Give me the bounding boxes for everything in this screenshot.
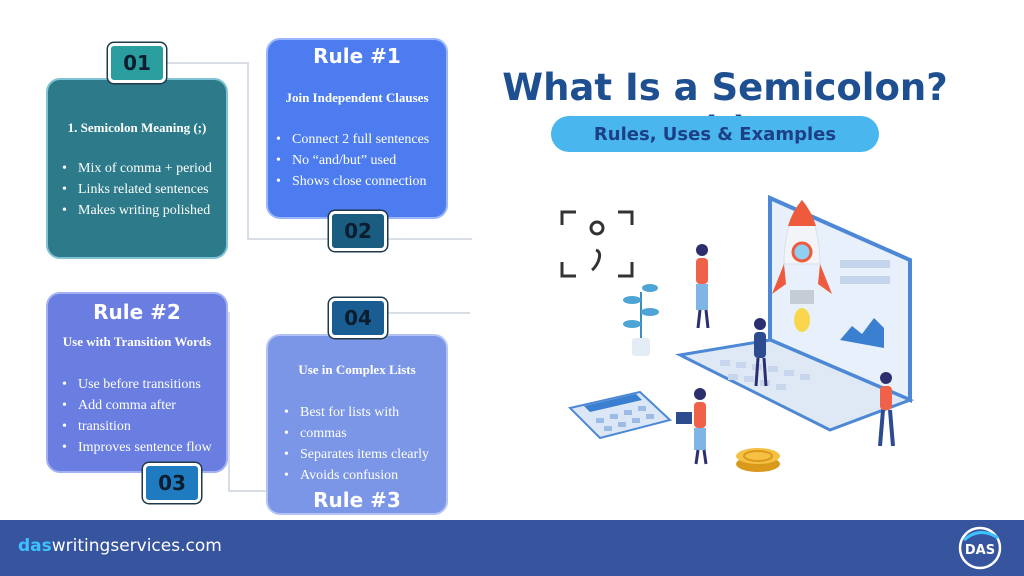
card-list: Mix of comma + period Links related sent… (58, 158, 212, 221)
connector-line (228, 312, 230, 492)
connector-line (228, 490, 268, 492)
card-list: Best for lists with commas Separates ite… (280, 402, 429, 486)
footer-bar: daswritingservices.com DAS (0, 520, 1024, 576)
logo-text: DAS (965, 543, 995, 558)
card-rule-3: Use in Complex Lists Best for lists with… (266, 334, 448, 515)
card-list: Use before transitions Add comma after t… (58, 374, 212, 458)
card-rule-2: Rule #2 Use with Transition Words Use be… (46, 292, 228, 473)
number-badge: 02 (329, 211, 387, 251)
list-item: Use before transitions (58, 374, 212, 395)
number-badge: 01 (108, 43, 166, 83)
rule-title: Rule #3 (313, 488, 401, 512)
rule-title: Rule #1 (313, 44, 401, 68)
plant-icon (623, 284, 659, 356)
card-semicolon-meaning: 1. Semicolon Meaning (;) Mix of comma + … (46, 78, 228, 259)
list-item: Separates items clearly (280, 444, 429, 465)
semicolon-illustration (560, 194, 915, 472)
connector-line (358, 312, 470, 314)
calculator-icon (568, 390, 673, 440)
list-item: Makes writing polished (58, 200, 212, 221)
list-item: commas (280, 423, 429, 444)
person-figure (676, 388, 708, 465)
card-rule-1: Rule #1 Join Independent Clauses Connect… (266, 38, 448, 219)
list-item: Links related sentences (58, 179, 212, 200)
connector-line (137, 62, 247, 64)
brand-rest: writingservices.com (51, 536, 222, 556)
list-item: Mix of comma + period (58, 158, 212, 179)
list-item: Add comma after (58, 395, 212, 416)
list-item: Best for lists with (280, 402, 429, 423)
list-item: Avoids confusion (280, 465, 429, 486)
list-item: Shows close connection (272, 171, 429, 192)
person-figure (754, 318, 768, 387)
list-item: Connect 2 full sentences (272, 129, 429, 150)
card-heading: Use in Complex Lists (298, 362, 416, 377)
number-badge: 04 (329, 298, 387, 338)
card-heading: 1. Semicolon Meaning (;) (67, 120, 207, 135)
subtitle-pill: Rules, Uses & Examples (551, 116, 879, 152)
connector-line (247, 62, 249, 240)
brand-prefix: das (18, 536, 52, 556)
card-heading: Use with Transition Words (62, 334, 212, 349)
footer-website[interactable]: daswritingservices.com (18, 536, 222, 556)
list-item: transition (58, 416, 212, 437)
rule-title: Rule #2 (93, 300, 181, 324)
semicolon-frame-icon (560, 210, 634, 278)
list-item: Improves sentence flow (58, 437, 212, 458)
rocket-icon (772, 199, 832, 332)
person-figure (696, 244, 710, 329)
person-figure (878, 372, 895, 447)
das-logo-icon: DAS (958, 526, 1002, 570)
card-list: Connect 2 full sentences No “and/but” us… (272, 129, 429, 192)
coin-icon (736, 448, 780, 472)
list-item: No “and/but” used (272, 150, 429, 171)
number-badge: 03 (143, 463, 201, 503)
card-heading: Join Independent Clauses (285, 90, 429, 105)
